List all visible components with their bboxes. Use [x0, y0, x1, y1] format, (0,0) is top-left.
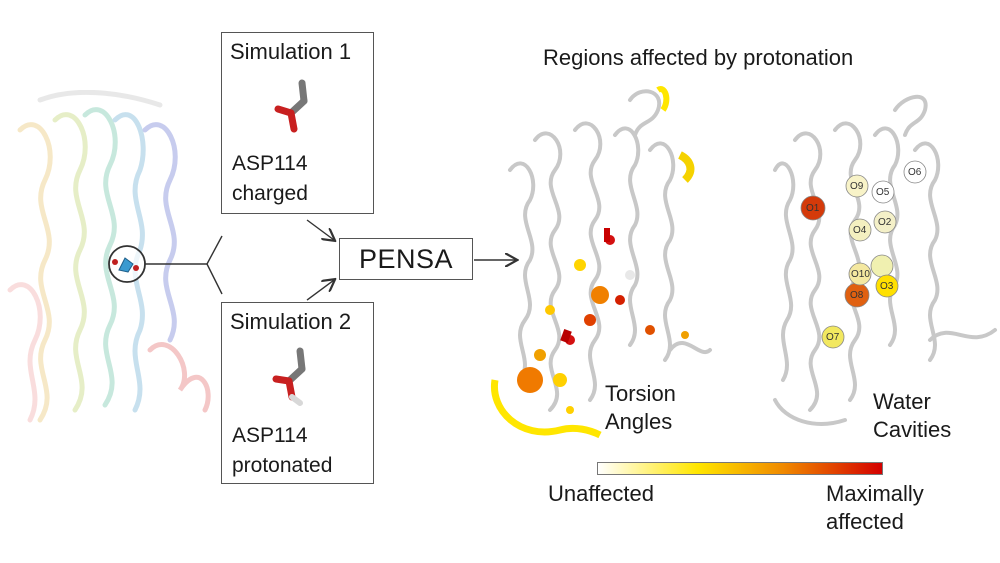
protonated-carboxyl-molecule-icon — [272, 347, 306, 406]
simulation-2-box: Simulation 2 ASP114 protonated — [221, 302, 374, 484]
torsion-label-line-1: Torsion — [605, 381, 676, 406]
water-label-line-1: Water — [873, 389, 931, 414]
cavity-label-o10: O10 — [851, 269, 870, 280]
simulation-2-title: Simulation 2 — [230, 309, 352, 334]
torsion-label-line-2: Angles — [605, 409, 673, 434]
colorbar-high-label-line-1: Maximally — [826, 481, 924, 506]
cavity-label-o6: O6 — [908, 167, 922, 178]
colorbar — [597, 462, 883, 475]
simulation-1-box: Simulation 1 ASP114 charged — [221, 32, 374, 214]
colorbar-low-label: Unaffected — [548, 481, 655, 506]
carboxylate-molecule-icon — [274, 79, 308, 133]
simulation-1-title: Simulation 1 — [230, 39, 352, 64]
water-label-line-2: Cavities — [873, 417, 952, 442]
simulation-2-state: protonated — [232, 454, 333, 477]
simulation-2-residue: ASP114 — [232, 424, 308, 447]
cavity-label-o7: O7 — [826, 332, 840, 343]
cavity-label-o2: O2 — [878, 217, 892, 228]
simulation-1-residue: ASP114 — [232, 152, 308, 175]
torsion-highlights — [517, 228, 689, 414]
cavity-label-o4: O4 — [853, 225, 867, 236]
cavity-label-o3: O3 — [880, 281, 894, 292]
receptor-structure-overview — [7, 90, 211, 423]
simulation-1-state: charged — [232, 182, 308, 205]
pensa-box: PENSA — [339, 238, 473, 280]
results-title: Regions affected by protonation — [543, 45, 854, 70]
cavity-label-o8: O8 — [850, 290, 864, 301]
cavity-label-o5: O5 — [876, 187, 890, 198]
colorbar-high-label-line-2: affected — [826, 509, 904, 534]
cavity-label-o9: O9 — [850, 181, 864, 192]
cavity-label-o1: O1 — [806, 203, 820, 214]
water-cavity-structure: O1 O2 O3 O4 O5 O6 O7 O8 O9 O10 — [773, 94, 997, 426]
pensa-label: PENSA — [358, 243, 454, 274]
torsion-angle-structure — [490, 86, 712, 439]
